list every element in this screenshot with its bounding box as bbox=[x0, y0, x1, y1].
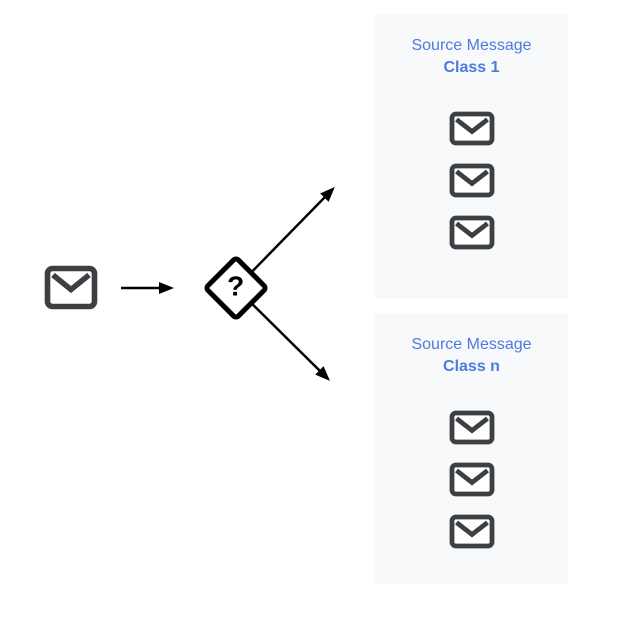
class-1-message-stack bbox=[449, 111, 495, 250]
panel-title-line2: Class n bbox=[443, 358, 500, 375]
decision-diamond: ? bbox=[202, 254, 270, 322]
message-envelope-icon bbox=[449, 514, 494, 549]
message-envelope-icon bbox=[449, 462, 494, 497]
message-envelope-icon bbox=[449, 410, 494, 445]
decision-question-mark: ? bbox=[227, 270, 245, 302]
panel-title-line1: Source Message bbox=[411, 37, 532, 54]
panel-title: Source Message Class n bbox=[411, 334, 531, 378]
panel-title-line1: Source Message bbox=[411, 336, 532, 353]
input-message-envelope-icon bbox=[44, 265, 98, 310]
class-n-message-stack bbox=[449, 410, 495, 549]
panel-title: Source Message Class 1 bbox=[411, 35, 531, 79]
source-message-class-n-panel: Source Message Class n bbox=[375, 313, 568, 584]
message-envelope-icon bbox=[449, 215, 494, 250]
source-message-class-1-panel: Source Message Class 1 bbox=[375, 14, 568, 299]
panel-title-line2: Class 1 bbox=[443, 59, 500, 76]
message-envelope-icon bbox=[449, 163, 494, 198]
message-envelope-icon bbox=[449, 111, 494, 146]
envelope-flap bbox=[51, 272, 91, 294]
